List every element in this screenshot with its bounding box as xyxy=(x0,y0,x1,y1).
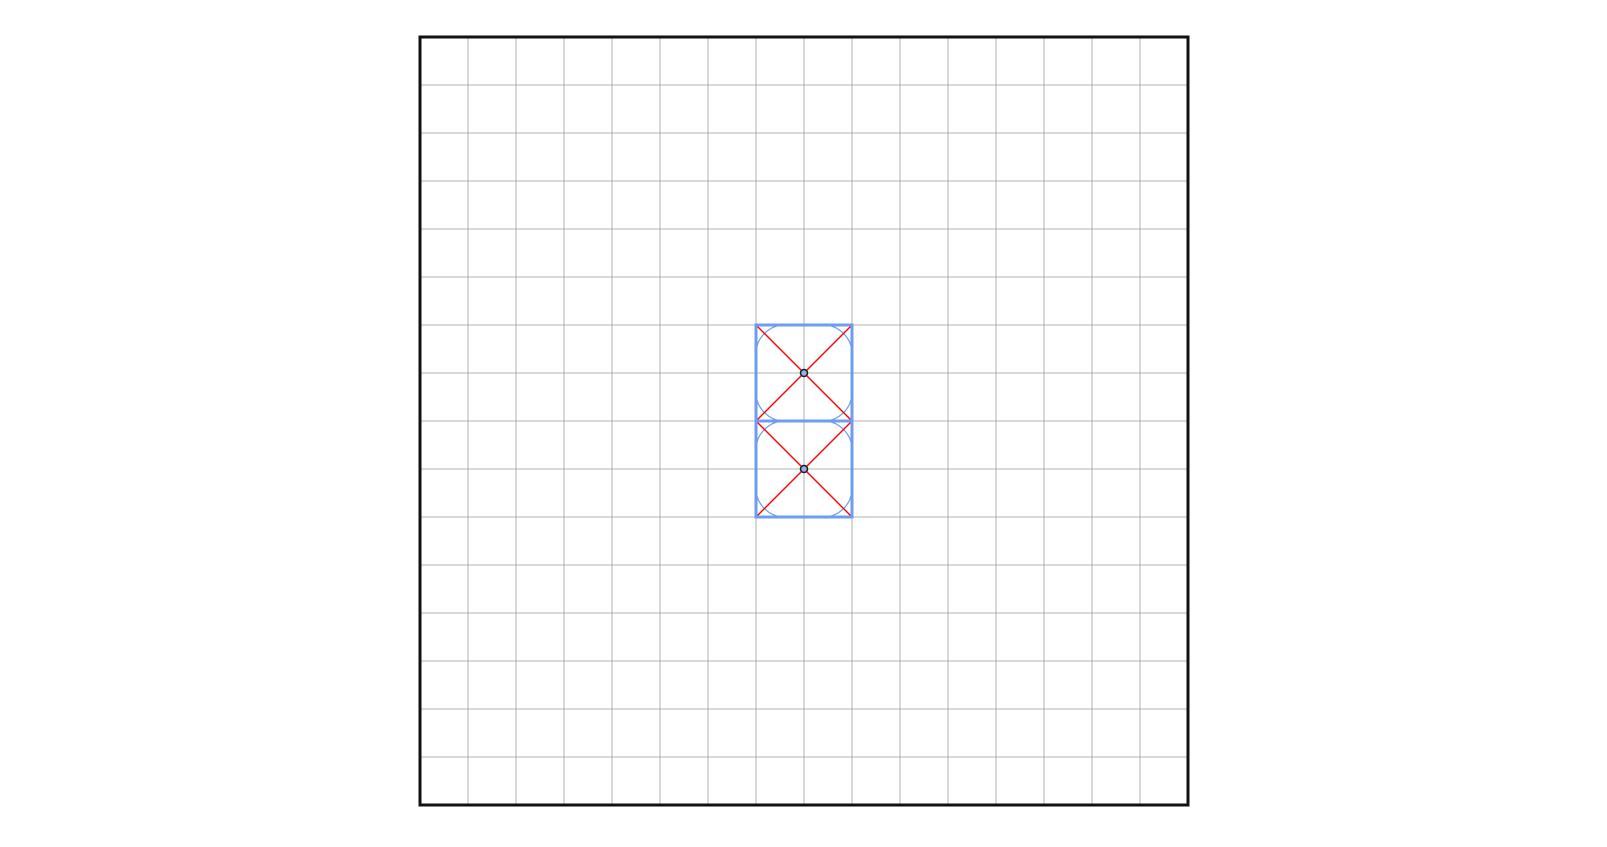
tiles xyxy=(754,323,854,519)
grid-border xyxy=(418,35,1190,807)
lower-tile xyxy=(754,419,854,519)
tile-center-point xyxy=(799,368,809,378)
tile-outline xyxy=(754,419,854,519)
tile-center-point xyxy=(799,464,809,474)
